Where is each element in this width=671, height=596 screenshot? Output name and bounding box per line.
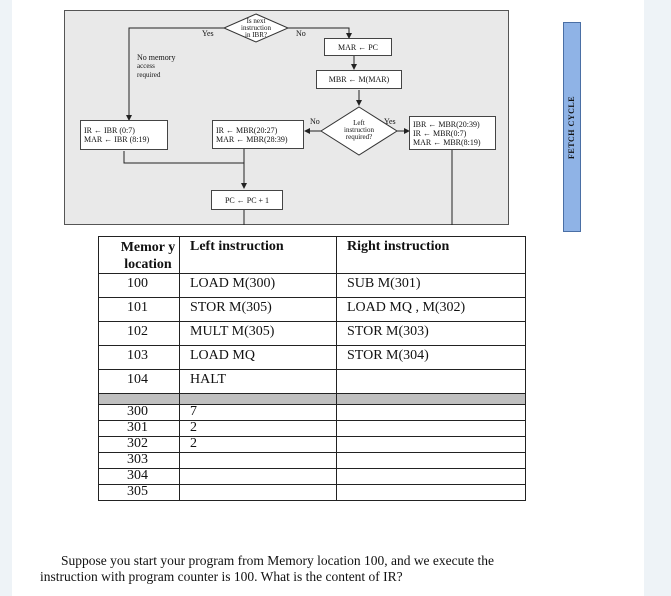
ir-mbr-box: IR ← MBR(20:27) MAR ← MBR(28:39) [212,120,304,149]
decision-next-diamond [222,13,290,43]
cell-location: 104 [98,369,180,394]
table-header-row: Memor y location Left instruction Right … [98,236,526,274]
cell-right [336,404,526,421]
fetch-cycle-flowchart: Is next instruction in IBR? Yes No No me… [64,10,581,232]
cell-location: 302 [98,436,180,453]
cell-left: MULT M(305) [179,321,337,346]
cell-left: 2 [179,436,337,453]
cell-right [336,420,526,437]
cell-location: 102 [98,321,180,346]
table-row: 101 STOR M(305) LOAD MQ , M(302) [98,297,526,322]
cell-right [336,468,526,485]
table-row: 303 [98,452,526,469]
pc-increment-box: PC ← PC + 1 [211,190,283,210]
cell-right [336,369,526,394]
cell-right [336,452,526,469]
cell-left [179,484,337,501]
table-row: 102 MULT M(305) STOR M(303) [98,321,526,346]
table-row: 104 HALT [98,369,526,394]
mar-pc-box: MAR ← PC [324,38,392,56]
no-label-top: No [296,29,306,38]
cell-right: SUB M(301) [336,273,526,298]
question-text: Suppose you start your program from Memo… [40,553,610,585]
memory-table: Memor y location Left instruction Right … [98,236,526,501]
cell-right: LOAD MQ , M(302) [336,297,526,322]
cell-location: 103 [98,345,180,370]
cell-left: LOAD M(300) [179,273,337,298]
header-memory-location: Memor y location [98,236,180,274]
cell-right: STOR M(304) [336,345,526,370]
question-line-2: instruction with program counter is 100.… [40,569,403,584]
cell-left: LOAD MQ [179,345,337,370]
yes-label-top: Yes [202,29,214,38]
fetch-cycle-bar: FETCH CYCLE [563,22,581,232]
cell-location: 300 [98,404,180,421]
mbr-mmar-box: MBR ← M(MAR) [316,70,402,89]
table-row: 103 LOAD MQ STOR M(304) [98,345,526,370]
table-row: 100 LOAD M(300) SUB M(301) [98,273,526,298]
header-left-instruction: Left instruction [179,236,337,274]
no-label-left: No [310,117,320,126]
cell-left: 7 [179,404,337,421]
yes-label-right: Yes [384,117,396,126]
cell-right [336,436,526,453]
cell-left: HALT [179,369,337,394]
table-row: 300 7 [98,404,526,421]
ir-ibr-box: IR ← IBR (0:7) MAR ← IBR (8:19) [80,120,168,150]
decision-left-diamond [320,106,398,156]
no-memory-label: No memory access required [137,53,176,79]
table-row: 305 [98,484,526,501]
decision-next-text: Is next instruction in IBR? [241,17,271,39]
cell-location: 301 [98,420,180,437]
table-row: 301 2 [98,420,526,437]
cell-location: 304 [98,468,180,485]
cell-location: 305 [98,484,180,501]
cell-left: 2 [179,420,337,437]
cell-location: 100 [98,273,180,298]
header-right-instruction: Right instruction [336,236,526,274]
cell-left [179,468,337,485]
decision-left-text: Left instruction required? [344,119,374,141]
cell-left [179,452,337,469]
cell-left: STOR M(305) [179,297,337,322]
document-page: Is next instruction in IBR? Yes No No me… [12,0,644,596]
table-row: 304 [98,468,526,485]
cell-location: 303 [98,452,180,469]
table-separator-row [98,393,526,405]
table-row: 302 2 [98,436,526,453]
cell-location: 101 [98,297,180,322]
cell-right [336,484,526,501]
question-line-1: Suppose you start your program from Memo… [61,553,495,568]
cell-right: STOR M(303) [336,321,526,346]
ibr-mbr-box: IBR ← MBR(20:39) IR ← MBR(0:7) MAR ← MBR… [409,116,496,150]
